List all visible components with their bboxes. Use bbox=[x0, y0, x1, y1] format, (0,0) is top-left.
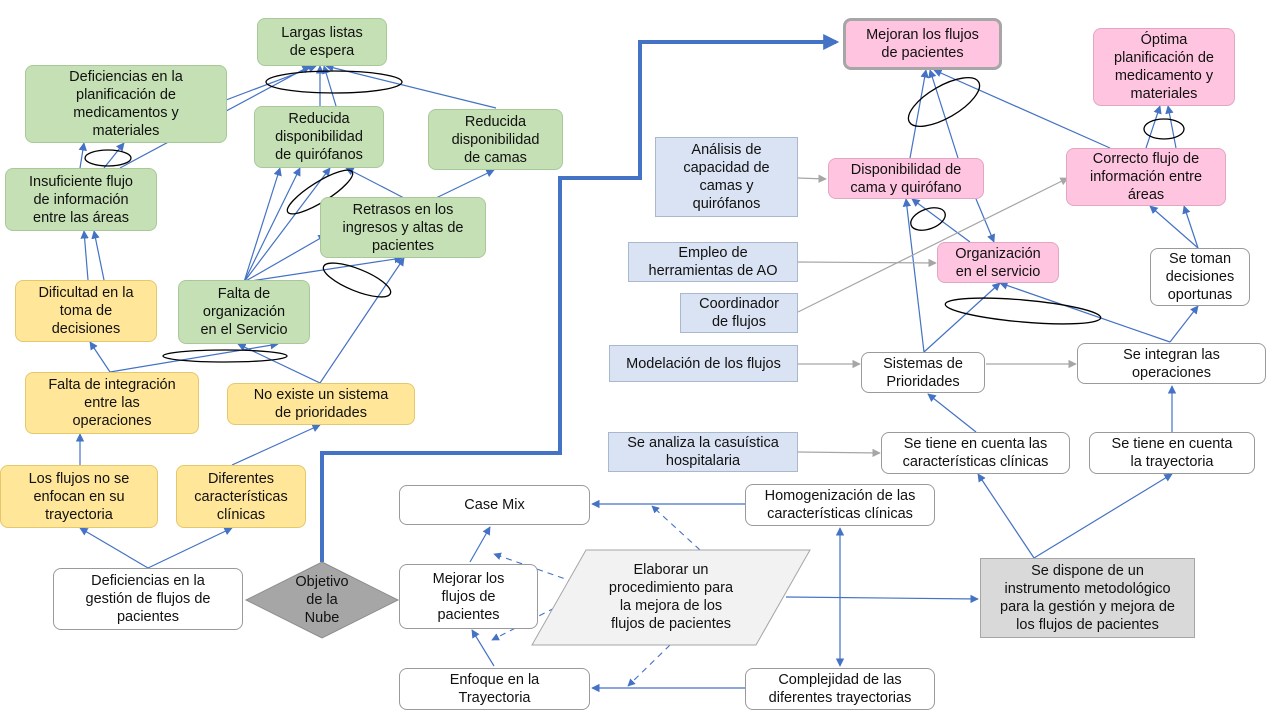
node-los-flujos: Los flujos no se enfocan en su trayector… bbox=[0, 465, 158, 528]
node-mejoran-flujos: Mejoran los flujos de pacientes bbox=[843, 18, 1002, 70]
objetivo-diamond bbox=[244, 561, 400, 639]
node-enfoque: Enfoque en la Trayectoria bbox=[399, 668, 590, 710]
ellipse-falta-org bbox=[162, 349, 288, 363]
node-reducida-quirofanos: Reducida disponibilidad de quirófanos bbox=[254, 106, 384, 168]
ellipse-disponibilidad bbox=[910, 207, 946, 231]
link-no-existe-to-retrasos bbox=[319, 257, 405, 384]
link-se-toman-to-correcto-2 bbox=[1182, 205, 1199, 249]
node-elaborar: Elaborar un procedimiento para la mejora… bbox=[608, 562, 734, 632]
node-largas-listas: Largas listas de espera bbox=[257, 18, 387, 66]
link-falta-org-to-retrasos bbox=[243, 234, 327, 283]
link-dificultad-to-insuficiente-2 bbox=[91, 230, 105, 281]
link-insuficiente-to-deficiencias-plan bbox=[103, 142, 125, 169]
link-organizacion-to-disponibilidad bbox=[911, 198, 971, 243]
node-se-tiene-trayectoria: Se tiene en cuenta la trayectoria bbox=[1089, 432, 1255, 474]
node-se-tiene-caract: Se tiene en cuenta las características c… bbox=[881, 432, 1070, 474]
node-analisis: Análisis de capacidad de camas y quirófa… bbox=[655, 137, 798, 217]
link-retrasos-to-reducida-camas bbox=[435, 169, 495, 199]
node-empleo: Empleo de herramientas de AO bbox=[628, 242, 798, 282]
objective-connector bbox=[320, 34, 840, 562]
node-objetivo: Objetivo de la Nube bbox=[295, 574, 349, 626]
link-diferentes-to-no-existe bbox=[231, 424, 321, 466]
node-homogenizacion: Homogenización de las características cl… bbox=[745, 484, 935, 526]
node-falta-organizacion: Falta de organización en el Servicio bbox=[178, 280, 310, 344]
node-diferentes-caract: Diferentes características clínicas bbox=[176, 465, 306, 528]
grey-link-se-analiza-to-se-tiene bbox=[797, 448, 881, 458]
node-case-mix: Case Mix bbox=[399, 485, 590, 525]
link-deficiencias-gestion-to-los-flujos bbox=[79, 527, 149, 569]
link-se-dispone-to-se-tiene-caract bbox=[977, 473, 1035, 559]
link-se-tiene-caract-to-sistemas bbox=[927, 393, 977, 433]
ellipse-retrasos bbox=[322, 262, 392, 298]
node-deficiencias-gestion: Deficiencias en la gestión de flujos de … bbox=[53, 568, 243, 630]
link-correcto-to-optima bbox=[1145, 105, 1162, 149]
link-no-existe-to-falta-organizacion bbox=[237, 343, 321, 384]
grey-link-analisis-to-disponibilidad bbox=[797, 174, 827, 183]
node-falta-integracion: Falta de integración entre las operacion… bbox=[25, 372, 199, 434]
link-enfoque-to-mejorar bbox=[471, 629, 495, 667]
node-se-analiza: Se analiza la casuística hospitalaria bbox=[608, 432, 798, 472]
link-elaborar-to-se-dispone bbox=[785, 594, 979, 604]
link-reducida-quirofanos-to-largas-2 bbox=[322, 65, 337, 107]
node-organizacion-servicio: Organización en el servicio bbox=[937, 242, 1059, 283]
elaborar-parallelogram bbox=[531, 549, 811, 646]
node-coordinador: Coordinador de flujos bbox=[680, 293, 798, 333]
link-falta-org-to-reducida-quirofanos bbox=[243, 167, 282, 283]
node-modelacion: Modelación de los flujos bbox=[609, 345, 798, 382]
ellipse-deficiencias bbox=[84, 149, 132, 167]
link-falta-integracion-to-dificultad bbox=[89, 341, 111, 373]
link-se-toman-to-correcto bbox=[1149, 205, 1199, 249]
dashed-link-elaborar-to-homogenizacion bbox=[651, 505, 701, 551]
link-sistemas-to-disponibilidad bbox=[902, 198, 925, 353]
link-organizacion-to-disponibilidad-2 bbox=[975, 198, 995, 243]
link-reducida-camas-to-largas bbox=[325, 63, 497, 109]
link-se-integran-to-se-toman bbox=[1169, 305, 1199, 343]
node-complejidad: Complejidad de las diferentes trayectori… bbox=[745, 668, 935, 710]
node-no-existe: No existe un sistema de prioridades bbox=[227, 383, 415, 425]
link-insuficiente-to-deficiencias-plan-2 bbox=[78, 142, 87, 169]
link-se-dispone-to-se-tiene-trayectoria bbox=[1033, 473, 1173, 559]
ellipse-largas bbox=[265, 70, 403, 94]
link-deficiencias-plan-to-largas bbox=[225, 64, 317, 101]
node-insuficiente-flujo: Insuficiente flujo de información entre … bbox=[5, 168, 157, 231]
link-se-integran-to-organizacion bbox=[999, 281, 1171, 343]
link-falta-org-to-retrasos-2 bbox=[243, 254, 403, 283]
dashed-link-elaborar-to-mejorar-up bbox=[493, 552, 575, 583]
link-correcto-to-mejoran bbox=[933, 69, 1111, 149]
link-retrasos-to-reducida-quirofanos bbox=[345, 167, 405, 199]
link-disponibilidad-to-mejoran bbox=[909, 69, 929, 159]
node-se-dispone: Se dispone de un instrumento metodológic… bbox=[980, 558, 1195, 638]
link-correcto-to-optima-2 bbox=[1165, 105, 1177, 149]
node-retrasos: Retrasos en los ingresos y altas de paci… bbox=[320, 197, 486, 258]
link-dificultad-to-insuficiente bbox=[80, 230, 89, 281]
link-falta-org-to-reducida-quirofanos-2 bbox=[243, 167, 331, 283]
link-sistemas-to-organizacion bbox=[923, 282, 1001, 353]
link-case-mix-to-mejorar bbox=[469, 526, 491, 563]
node-mejorar-flujos: Mejorar los flujos de pacientes bbox=[399, 564, 538, 629]
link-falta-integracion-to-falta-organizacion bbox=[109, 341, 279, 373]
node-dificultad: Dificultad en la toma de decisiones bbox=[15, 280, 157, 342]
grey-link-empleo-to-organizacion bbox=[797, 258, 937, 268]
node-disponibilidad: Disponibilidad de cama y quirófano bbox=[828, 158, 984, 199]
link-deficiencias-gestion-to-diferentes bbox=[147, 527, 233, 569]
link-disponibilidad-to-mejoran-2 bbox=[928, 69, 959, 159]
link-falta-org-to-reducida-quirofanos-3 bbox=[243, 167, 301, 283]
ellipse-optima bbox=[1143, 118, 1185, 140]
node-reducida-camas: Reducida disponibilidad de camas bbox=[428, 109, 563, 170]
node-se-integran: Se integran las operaciones bbox=[1077, 343, 1266, 384]
node-se-toman: Se toman decisiones oportunas bbox=[1150, 248, 1250, 306]
node-sistemas-prioridades: Sistemas de Prioridades bbox=[861, 352, 985, 393]
grey-link-coordinador-to-correcto bbox=[797, 177, 1069, 313]
node-optima: Óptima planificación de medicamento y ma… bbox=[1093, 28, 1235, 106]
node-correcto-flujo: Correcto flujo de información entre área… bbox=[1066, 148, 1226, 206]
ellipse-mejoran bbox=[907, 77, 981, 127]
node-deficiencias-planificacion: Deficiencias en la planificación de medi… bbox=[25, 65, 227, 143]
dashed-link-elaborar-to-complejidad bbox=[627, 644, 671, 687]
ellipse-organizacion bbox=[944, 297, 1102, 325]
